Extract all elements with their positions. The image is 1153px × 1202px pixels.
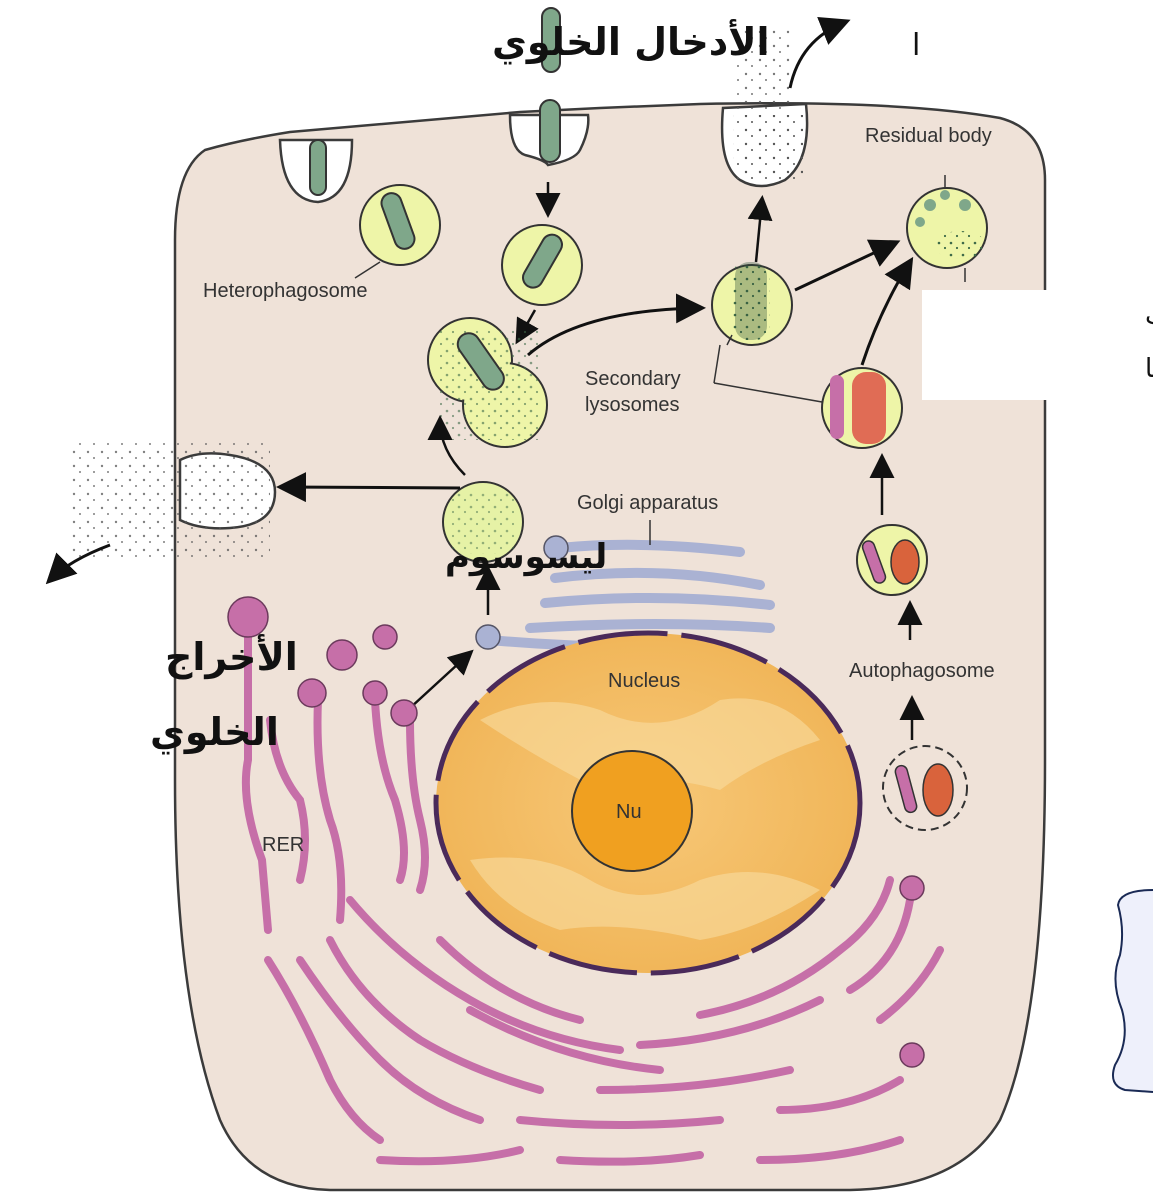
autophagy-arabic-label-2: الغير مرغوب بها: [1145, 354, 1153, 384]
forming-autophagosome: [883, 746, 967, 830]
secondary-lysosome-2: [822, 368, 902, 448]
exocytosis-arabic-label-2: الخلوي: [150, 710, 279, 754]
nucleus-label: Nucleus: [608, 670, 680, 692]
heterophagosome-label: Heterophagosome: [203, 280, 368, 302]
exocytic-bulge: [70, 440, 275, 560]
fusing-lysosome: [428, 318, 547, 447]
secondary-lysosomes-label-1: Secondary: [585, 368, 681, 390]
endocytic-vesicle: [502, 225, 582, 305]
endocytosis-arabic-label: الأدخال الخلوي: [492, 18, 770, 64]
heterophagosome-vesicle: [360, 185, 440, 265]
residual-body: [907, 188, 987, 268]
callout-bubble: [1113, 890, 1153, 1092]
stray-mark: ا: [912, 28, 920, 63]
secondary-lysosomes-label-2: lysosomes: [585, 394, 679, 416]
golgi-label: Golgi apparatus: [577, 492, 718, 514]
nucleolus-label: Nu: [616, 801, 642, 823]
autophagy-arabic-label-1: إبتلاع المكونات: [1145, 301, 1153, 331]
exit-arrow-top: [790, 22, 845, 88]
rer-label: RER: [262, 834, 304, 856]
residual-body-label: Residual body: [865, 125, 992, 147]
autophagosome-label: Autophagosome: [849, 660, 995, 682]
autophagolysosome: [857, 525, 927, 595]
exocytosis-arabic-label-1: الأخراج: [165, 633, 298, 679]
autophagy-label-box: [922, 290, 1152, 400]
lysosome-arabic-label: ليسوسوم: [445, 537, 607, 577]
